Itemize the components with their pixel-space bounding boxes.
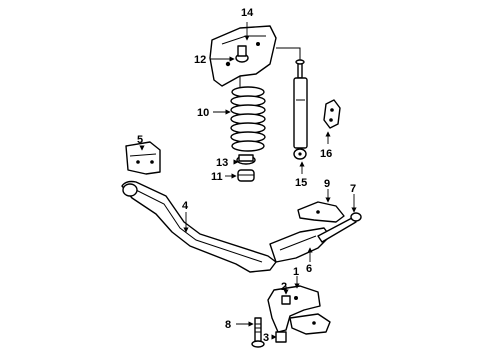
- ball-joint-lower: [275, 331, 287, 343]
- spring-seat-bracket: [297, 201, 345, 223]
- callout-1: 1: [293, 266, 299, 278]
- callout-14: 14: [241, 7, 254, 19]
- callout-10: 10: [197, 107, 209, 119]
- callout-6: 6: [306, 263, 312, 275]
- callout-2: 2: [281, 281, 287, 293]
- callout-5: 5: [137, 134, 143, 146]
- callout-15: 15: [295, 177, 307, 189]
- shock-mount-bracket: [323, 99, 341, 129]
- spring-spacer: [237, 169, 255, 182]
- tie-rod: [317, 212, 362, 243]
- callout-3: 3: [263, 332, 269, 344]
- adjusting-bolt: [251, 317, 265, 348]
- callout-11: 11: [211, 171, 223, 183]
- callout-13: 13: [216, 157, 228, 169]
- callout-16: 16: [320, 148, 332, 160]
- knuckle-arm: [289, 313, 331, 335]
- steering-knuckle: [267, 285, 321, 333]
- callout-8: 8: [225, 319, 231, 331]
- ball-joint-upper: [281, 295, 291, 305]
- callout-9: 9: [324, 178, 330, 190]
- coil-spring: [230, 86, 266, 152]
- radius-arm: [121, 180, 277, 273]
- shock-absorber: [293, 59, 308, 160]
- lower-insulator: [236, 154, 256, 165]
- callout-4: 4: [182, 200, 189, 212]
- callout-12: 12: [194, 54, 206, 66]
- upper-insulator: [235, 45, 249, 63]
- radius-arm-bracket: [125, 141, 161, 175]
- axle-beam: [269, 227, 331, 263]
- callout-7: 7: [350, 183, 356, 195]
